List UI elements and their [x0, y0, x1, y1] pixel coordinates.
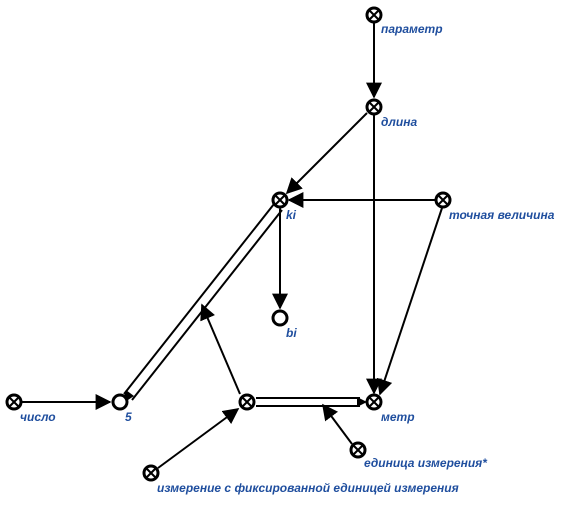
node-five[interactable]	[111, 393, 129, 411]
edge-length-ki	[285, 112, 368, 195]
label-parameter: параметр	[381, 22, 443, 36]
edge-measure-to-link	[200, 303, 241, 395]
node-unit[interactable]	[349, 441, 367, 459]
edges	[22, 22, 443, 469]
edge-exact-value-meter	[376, 207, 443, 396]
label-fixed-unit-measure: измерение с фиксированной единицей измер…	[157, 481, 459, 495]
label-length: длина	[381, 115, 417, 129]
label-number: число	[20, 410, 56, 424]
label-five: 5	[125, 410, 132, 424]
node-meter[interactable]	[365, 393, 383, 411]
label-meter: метр	[381, 410, 415, 424]
node-measure[interactable]	[238, 393, 256, 411]
node-ki[interactable]	[271, 191, 289, 209]
node-length[interactable]	[365, 98, 383, 116]
node-number[interactable]	[5, 393, 23, 411]
edge-fixed-unit-measure	[157, 408, 240, 469]
label-exact-value: точная величина	[449, 208, 555, 222]
node-bi[interactable]	[271, 309, 289, 327]
label-ki: ki	[286, 208, 297, 222]
edge-ki-five	[122, 203, 283, 404]
label-unit: единица измерения*	[364, 456, 488, 470]
node-parameter[interactable]	[365, 6, 383, 24]
edge-unit-to-link	[322, 403, 353, 445]
node-fixed-unit-measure[interactable]	[142, 464, 160, 482]
edge-measure-meter	[256, 397, 367, 407]
label-bi: bi	[286, 326, 297, 340]
node-exact-value[interactable]	[434, 191, 452, 209]
